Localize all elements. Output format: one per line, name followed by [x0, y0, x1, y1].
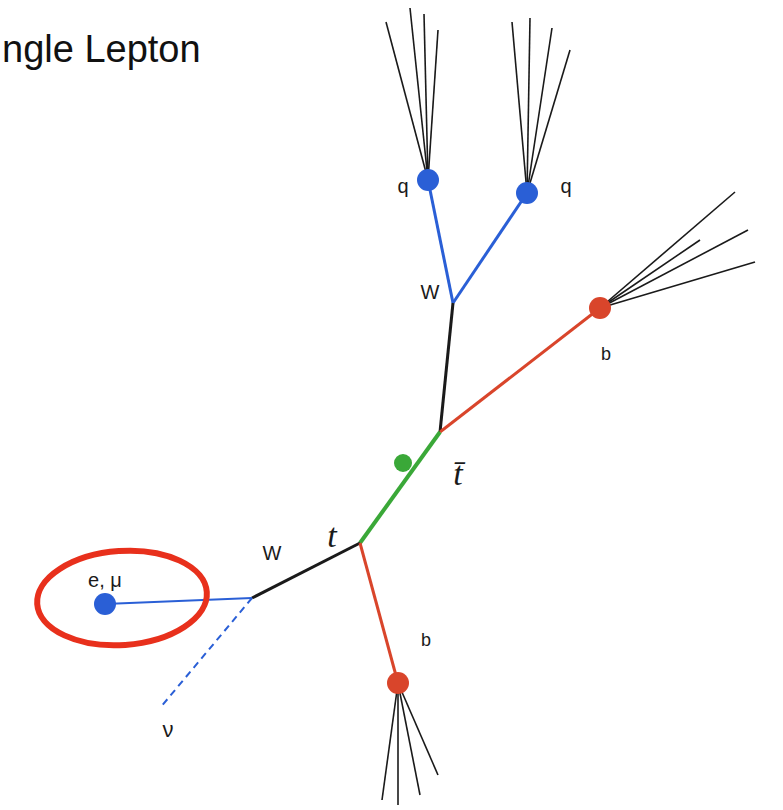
slide-title: ngle Lepton: [2, 30, 201, 68]
particle-label: q: [560, 176, 571, 196]
jet-line: [424, 14, 428, 180]
lepton-dot: [94, 593, 116, 615]
top-line: [360, 432, 440, 543]
b-quark-dot: [387, 672, 409, 694]
quark-dot: [417, 169, 439, 191]
particle-label: t̄: [453, 457, 462, 491]
jet-line: [527, 50, 570, 193]
quark-line: [453, 193, 527, 303]
w-boson-line: [252, 543, 360, 598]
callout-ellipse-outline: [34, 545, 210, 651]
particle-label: t: [327, 519, 336, 553]
neutrino-line: [160, 598, 252, 708]
jet-line: [410, 8, 428, 180]
jet-lines: [382, 8, 755, 805]
jet-line: [600, 240, 700, 308]
jet-line: [382, 683, 398, 800]
particle-label: W: [421, 282, 440, 302]
jet-line: [600, 262, 755, 308]
particle-label: b: [421, 631, 431, 649]
lepton-line: [105, 598, 252, 604]
quark-dot: [516, 182, 538, 204]
jet-line: [527, 18, 530, 193]
callout-ellipse: [34, 548, 210, 648]
particle-label: ν: [163, 719, 174, 741]
particle-label: W: [263, 543, 282, 563]
particle-label: q: [397, 176, 408, 196]
jet-line: [512, 22, 527, 193]
w-boson-line: [440, 303, 453, 432]
jet-line: [527, 28, 552, 193]
jet-line: [428, 30, 438, 180]
jet-line: [600, 192, 735, 308]
b-quark-line: [360, 543, 398, 683]
jet-line: [397, 683, 399, 805]
jet-line: [386, 22, 428, 180]
jet-line: [398, 683, 420, 795]
lepton-label: e, μ: [88, 570, 122, 590]
jet-line: [398, 683, 438, 775]
b-quark-line: [440, 308, 600, 432]
vertex-dot: [394, 454, 412, 472]
lepton-callout: e, μ: [34, 548, 210, 648]
jet-line: [600, 230, 748, 308]
b-quark-dot: [589, 297, 611, 319]
particle-label: b: [601, 345, 611, 363]
